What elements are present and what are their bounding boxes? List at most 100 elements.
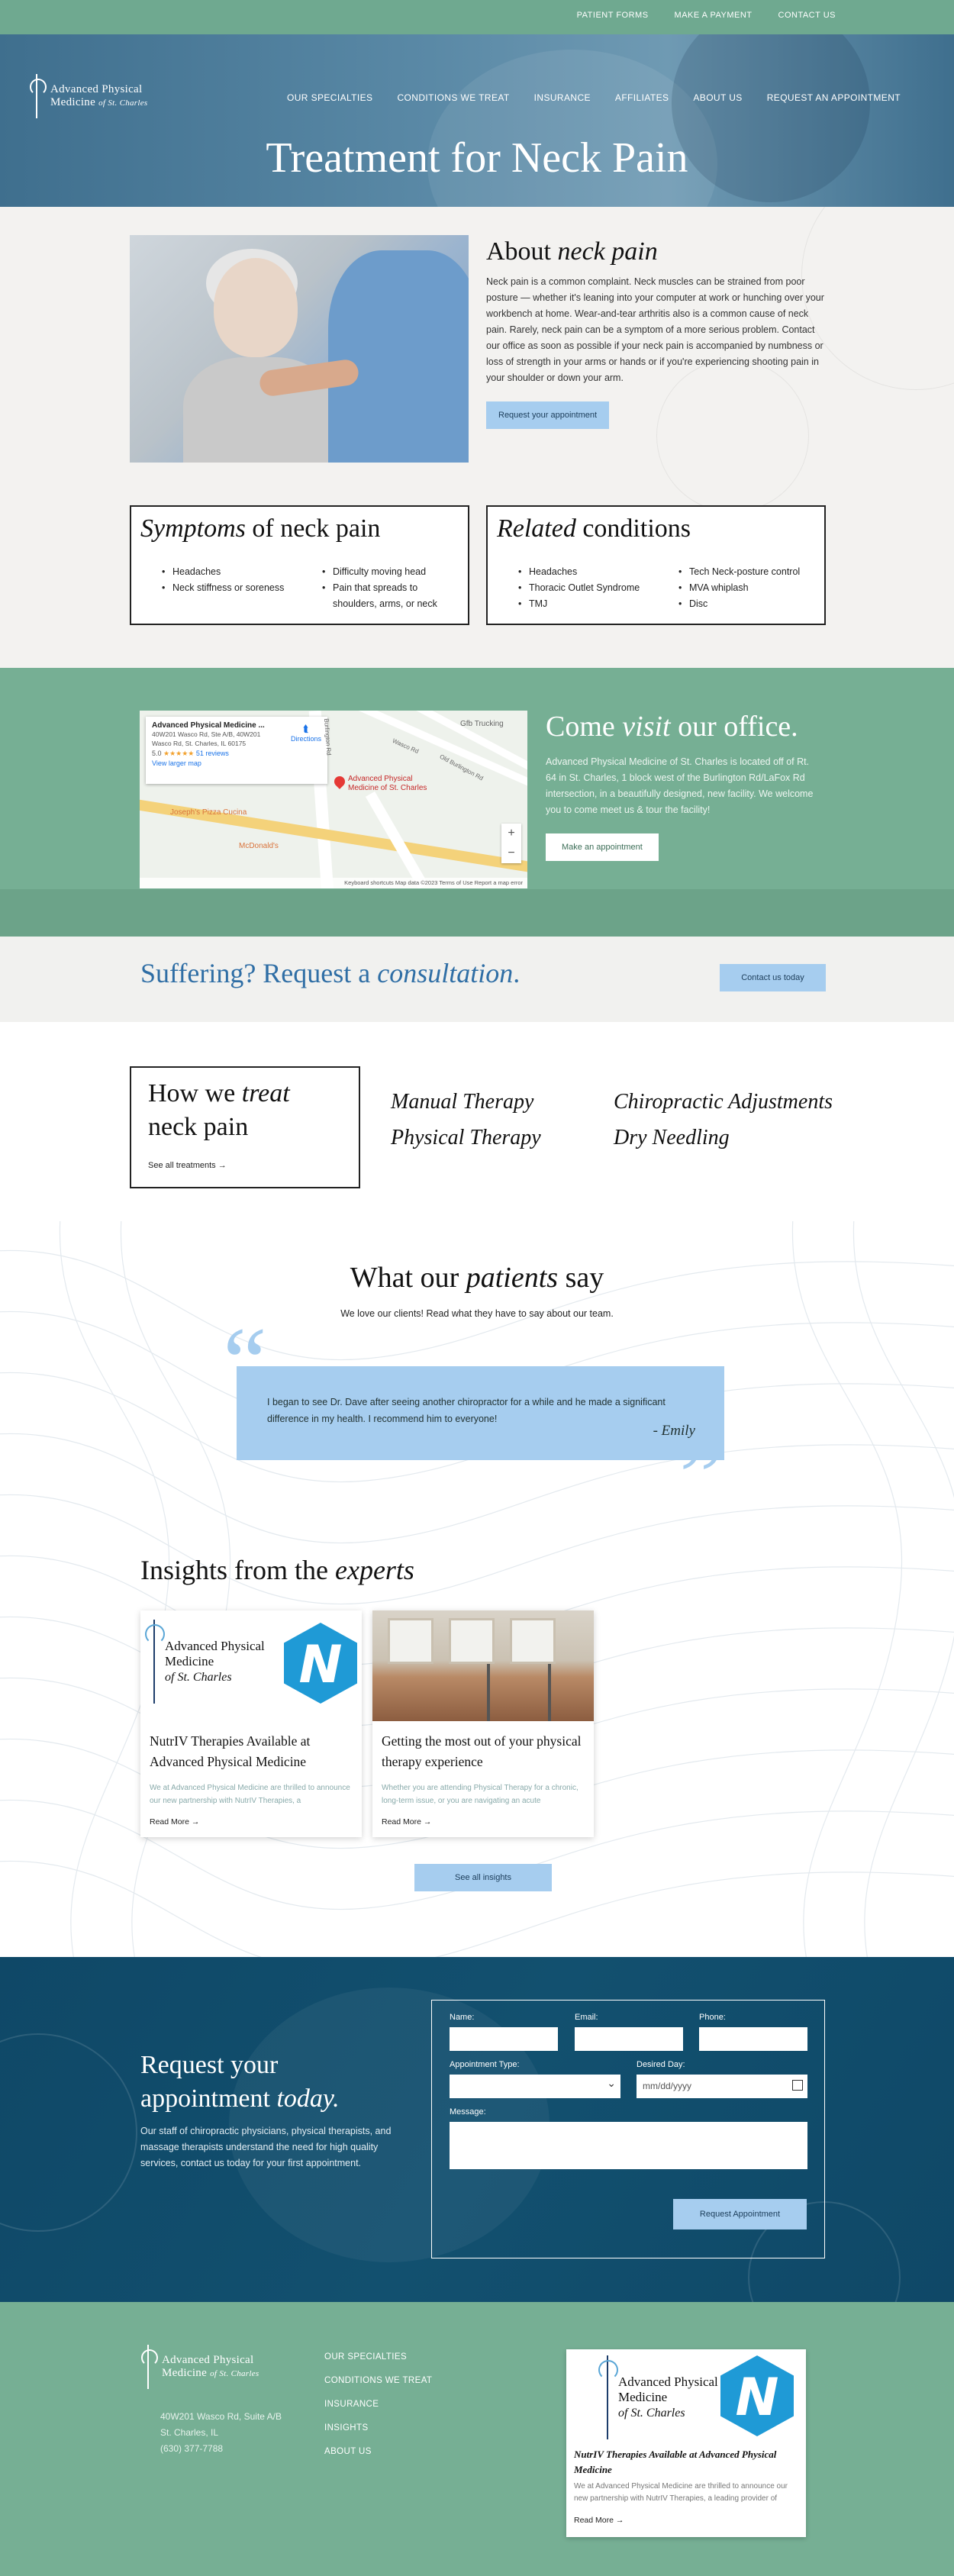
- logo-line1: Advanced Physical: [162, 2354, 254, 2367]
- treatment-chiropractic-adjustments[interactable]: Chiropractic Adjustments: [614, 1090, 833, 1114]
- symptoms-box: Symptoms of neck pain Headaches Neck sti…: [130, 505, 469, 625]
- appointment-type-label: Appointment Type:: [450, 2060, 520, 2069]
- site-footer: Advanced Physical Medicine of St. Charle…: [0, 2302, 954, 2576]
- list-item: Tech Neck-posture control: [678, 564, 816, 580]
- map-attribution: Keyboard shortcuts Map data ©2023 Terms …: [140, 878, 527, 888]
- star-icon: ★★★★★: [163, 750, 195, 757]
- photo-parallel-bar: [548, 1664, 551, 1721]
- insight-title[interactable]: NutrIV Therapies Available at Advanced P…: [150, 1733, 311, 1769]
- footer-logo[interactable]: Advanced Physical Medicine of St. Charle…: [140, 2345, 259, 2389]
- brand-logo-suffix: of St. Charles: [618, 2406, 685, 2420]
- zoom-in-button[interactable]: +: [508, 827, 515, 840]
- logo-line2-text: Medicine: [162, 2367, 208, 2379]
- message-field[interactable]: [450, 2122, 807, 2169]
- map-address-line: Wasco Rd, St. Charles, IL 60175: [152, 740, 247, 747]
- map-pin-icon[interactable]: [332, 774, 347, 789]
- treatments-box: How we treat neck pain See all treatments…: [130, 1066, 360, 1188]
- nutriv-logo-icon: N: [284, 1623, 357, 1704]
- footer-insight-title[interactable]: NutrIV Therapies Available at Advanced P…: [574, 2449, 777, 2475]
- insight-title[interactable]: Getting the most out of your physical th…: [382, 1733, 582, 1769]
- contact-us-link[interactable]: CONTACT US: [778, 11, 836, 20]
- treatment-physical-therapy[interactable]: Physical Therapy: [391, 1126, 541, 1149]
- symptoms-list: Difficulty moving head Pain that spreads…: [322, 564, 448, 612]
- nav-conditions-we-treat[interactable]: CONDITIONS WE TREAT: [397, 92, 510, 103]
- desired-day-label: Desired Day:: [637, 2060, 685, 2069]
- see-all-insights-button[interactable]: See all insights: [414, 1864, 552, 1891]
- map-rating-value: 5.0: [152, 750, 162, 757]
- insights-heading-plain: Insights from the: [140, 1555, 335, 1585]
- map-pin-label-line: Medicine of St. Charles: [348, 784, 427, 792]
- nav-our-specialties[interactable]: OUR SPECIALTIES: [286, 92, 373, 103]
- map-poi-label: McDonald's: [239, 842, 279, 850]
- insight-excerpt: Whether you are attending Physical Thera…: [382, 1784, 579, 1805]
- phone-field[interactable]: [699, 2027, 807, 2051]
- site-logo[interactable]: Advanced Physical Medicine of St. Charle…: [29, 74, 148, 118]
- main-nav: OUR SPECIALTIES CONDITIONS WE TREAT INSU…: [287, 92, 901, 103]
- close-quote-icon: ”: [679, 1422, 724, 1532]
- map-reviews-link[interactable]: 51 reviews: [195, 750, 229, 757]
- request-appointment-submit[interactable]: Request Appointment: [673, 2199, 807, 2229]
- footer-nav-specialties[interactable]: OUR SPECIALTIES: [324, 2352, 408, 2362]
- footer-nav-insurance[interactable]: INSURANCE: [324, 2400, 379, 2409]
- insight-image: [372, 1610, 594, 1721]
- directions-button[interactable]: ⮬Directions: [291, 723, 321, 743]
- calendar-icon[interactable]: [792, 2080, 803, 2091]
- photo-window: [388, 1618, 433, 1664]
- visit-heading-plain: Come: [546, 711, 623, 743]
- insight-card[interactable]: Getting the most out of your physical th…: [372, 1610, 594, 1837]
- consultation-heading-plain: Suffering? Request a: [140, 958, 378, 988]
- view-larger-map-link[interactable]: View larger map: [152, 759, 201, 767]
- google-map[interactable]: Advanced Physical Medicine ... 40W201 Wa…: [140, 711, 527, 888]
- footer-nav-conditions[interactable]: CONDITIONS WE TREAT: [324, 2376, 433, 2385]
- insights-heading: Insights from the experts: [140, 1554, 414, 1586]
- treatment-dry-needling[interactable]: Dry Needling: [614, 1126, 730, 1149]
- nav-insurance[interactable]: INSURANCE: [533, 92, 591, 103]
- appointment-type-select[interactable]: [450, 2075, 620, 2098]
- hero-decoration: [427, 50, 717, 207]
- treatments-heading-italic: treat: [241, 1079, 290, 1107]
- treatments-heading-plain: How we: [148, 1079, 242, 1107]
- footer-nav-insights[interactable]: INSIGHTS: [324, 2423, 369, 2433]
- footer-address: 40W201 Wasco Rd, Suite A/B St. Charles, …: [160, 2409, 282, 2457]
- nav-affiliates[interactable]: AFFILIATES: [614, 92, 669, 103]
- email-field[interactable]: [575, 2027, 683, 2051]
- about-heading-plain: About: [486, 237, 558, 266]
- read-more-link[interactable]: Read More →: [150, 1817, 200, 1826]
- photo-parallel-bar: [487, 1664, 490, 1721]
- make-payment-link[interactable]: MAKE A PAYMENT: [674, 11, 753, 20]
- testimonial-author: - Emily: [653, 1423, 695, 1439]
- testimonial-text: I began to see Dr. Dave after seeing ano…: [267, 1397, 666, 1424]
- desired-day-field[interactable]: mm/dd/yyyy: [637, 2075, 807, 2098]
- patient-forms-link[interactable]: PATIENT FORMS: [576, 11, 649, 20]
- read-more-link[interactable]: Read More →: [382, 1817, 432, 1826]
- footer-nav-about-us[interactable]: ABOUT US: [324, 2447, 372, 2456]
- make-appointment-button[interactable]: Make an appointment: [546, 833, 659, 861]
- related-heading-italic: Related: [497, 514, 576, 543]
- nav-request-appointment[interactable]: REQUEST AN APPOINTMENT: [766, 92, 901, 103]
- treatments-heading-plain: neck pain: [148, 1113, 249, 1141]
- about-text: About neck pain Neck pain is a common co…: [486, 237, 830, 429]
- logo-text: Advanced Physical Medicine of St. Charle…: [162, 2354, 259, 2380]
- request-appointment-button[interactable]: Request your appointment: [486, 401, 610, 429]
- logo-line2-text: Medicine: [50, 96, 96, 108]
- see-all-treatments-link[interactable]: See all treatments →: [148, 1161, 227, 1170]
- treatment-manual-therapy[interactable]: Manual Therapy: [391, 1090, 534, 1114]
- read-more-link[interactable]: Read More →: [574, 2516, 624, 2525]
- name-field[interactable]: [450, 2027, 558, 2051]
- testimonial-card: I began to see Dr. Dave after seeing ano…: [237, 1366, 724, 1460]
- contact-us-button[interactable]: Contact us today: [720, 964, 826, 991]
- zoom-out-button[interactable]: −: [508, 846, 515, 859]
- consultation-heading: Suffering? Request a consultation.: [140, 957, 520, 989]
- name-label: Name:: [450, 2013, 475, 2022]
- phone-number[interactable]: (630) 377-7788: [160, 2443, 224, 2454]
- brand-logo-line: Medicine: [618, 2389, 668, 2404]
- list-item: Headaches: [518, 564, 671, 580]
- nav-about-us[interactable]: ABOUT US: [693, 92, 743, 103]
